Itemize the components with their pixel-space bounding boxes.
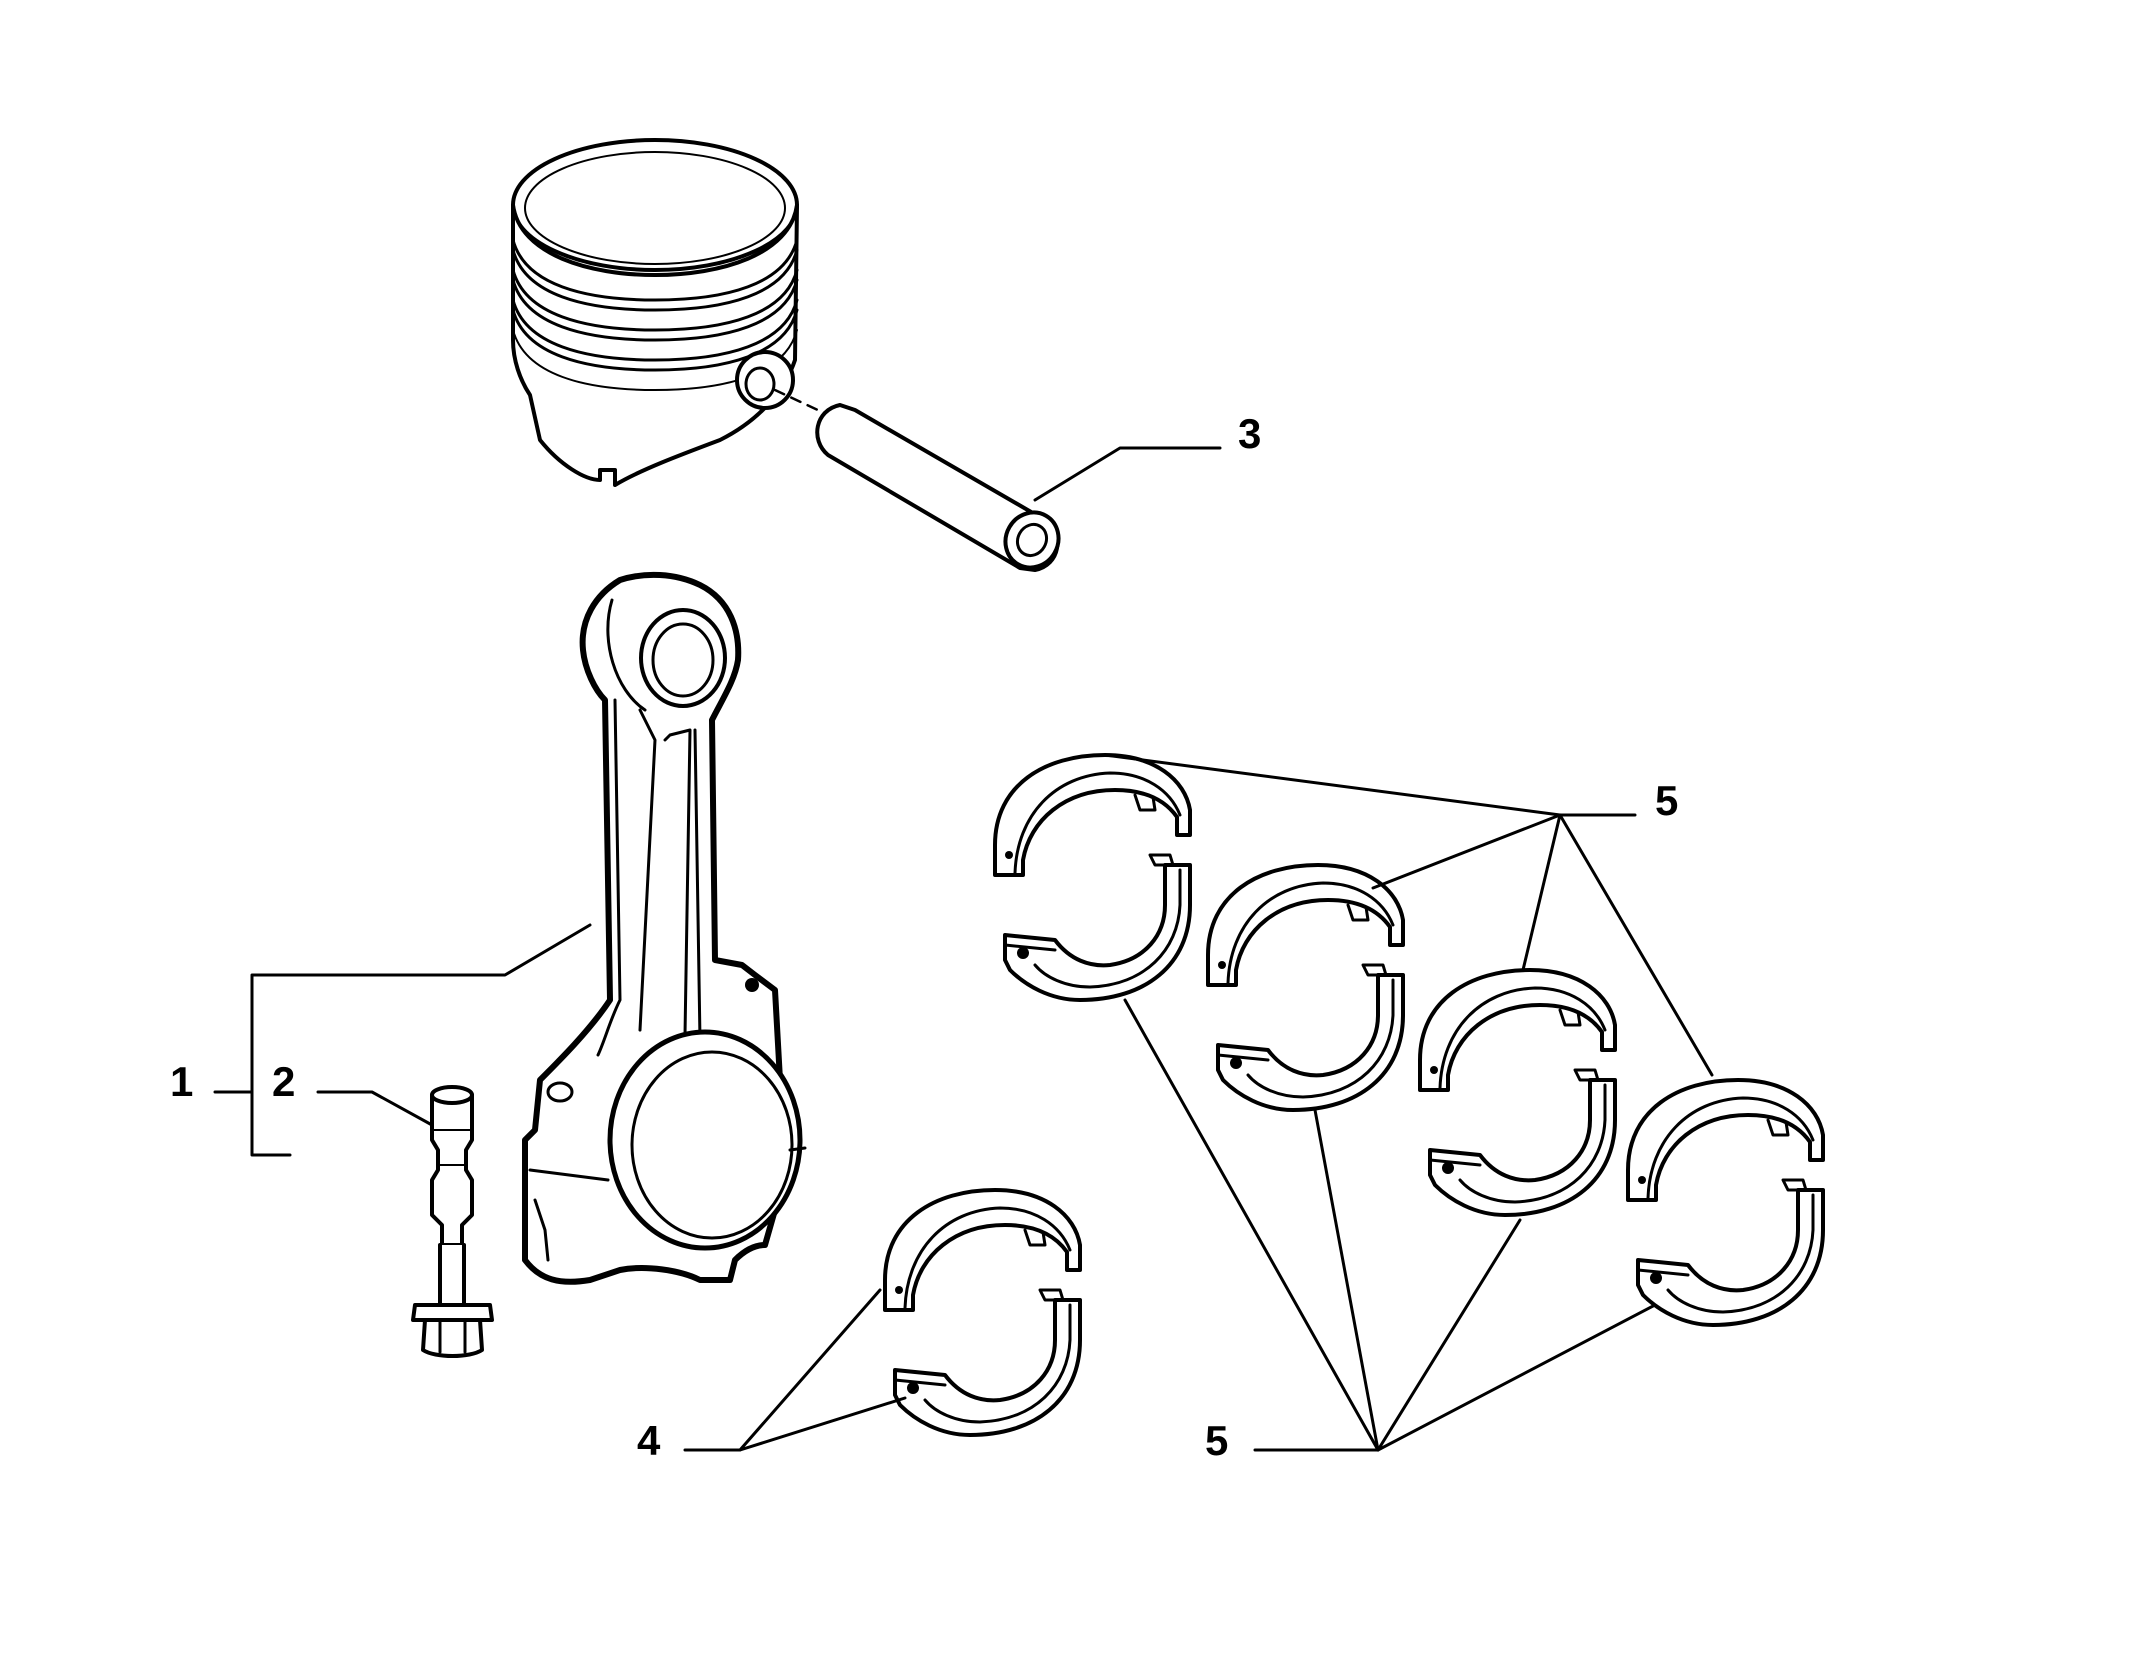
bearing-shell-icon	[993, 753, 1192, 1002]
callout-2: 2	[272, 1058, 295, 1105]
callout-5-top: 5	[1655, 777, 1678, 824]
callout-1: 1	[170, 1058, 193, 1105]
connecting-rod-icon	[522, 571, 807, 1285]
rod-bolt-icon	[411, 1085, 494, 1358]
piston-pin-icon	[815, 403, 1061, 572]
callout-3: 3	[1238, 410, 1261, 457]
piston-icon	[511, 138, 799, 487]
bearing-shell-icon	[1626, 1078, 1825, 1327]
callout-4: 4	[637, 1417, 661, 1464]
bearing-shell-icon	[883, 1188, 1082, 1437]
bearing-shell-icon	[1206, 863, 1405, 1112]
callout-5-bottom: 5	[1205, 1417, 1228, 1464]
bearing-shell-icon	[1418, 968, 1617, 1217]
